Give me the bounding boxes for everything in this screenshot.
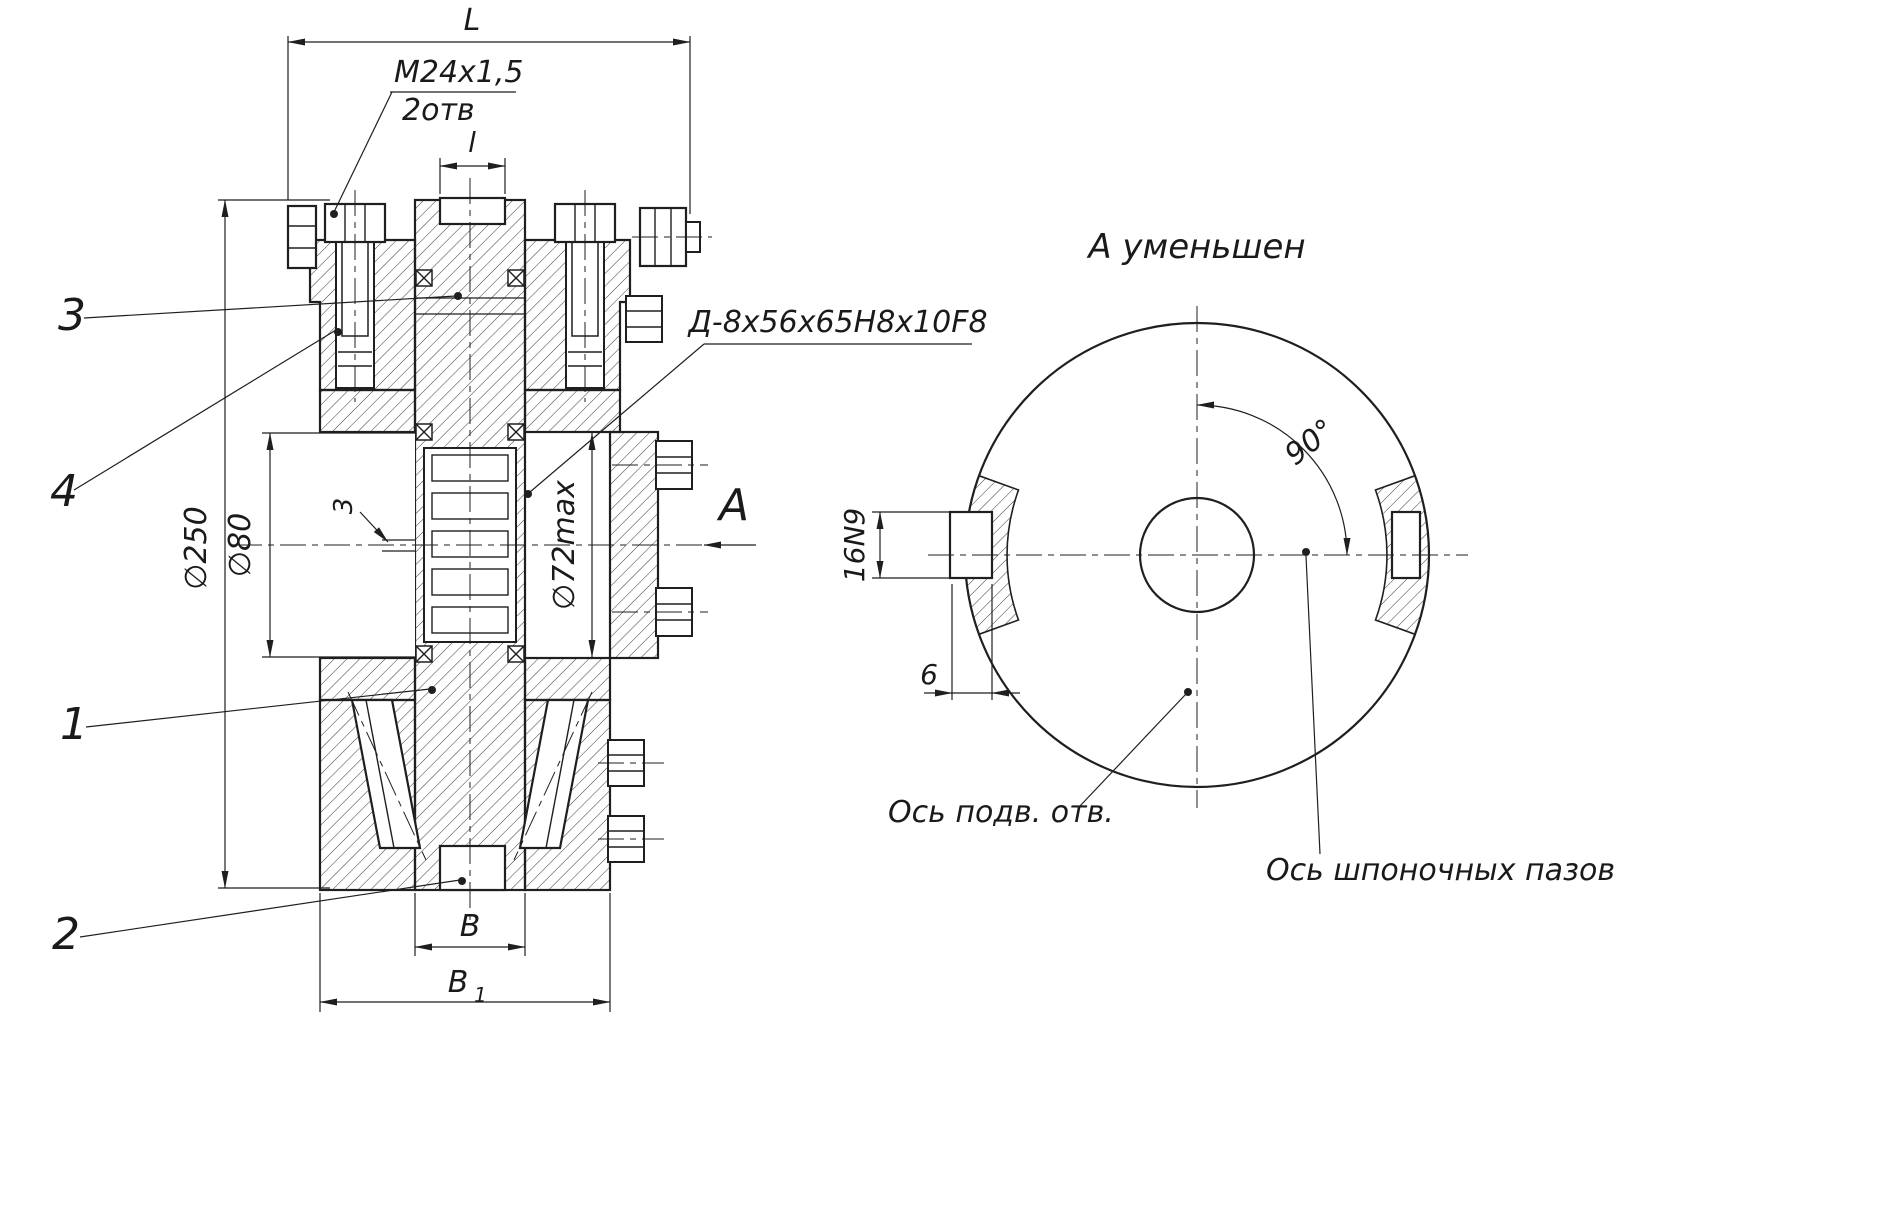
end-view: А уменьшен 90° 16N9 6 Ось подв. отв. Ось… <box>838 227 1615 888</box>
callout-3: 3 <box>58 290 86 341</box>
note-spline: Д-8x56x65H8x10F8 <box>686 305 987 340</box>
dim-label-L: L <box>464 3 481 38</box>
dim-label-key-width: 16N9 <box>838 508 871 582</box>
section-centerlines <box>236 178 712 920</box>
callout-2: 2 <box>52 909 80 960</box>
dim-label-l: l <box>468 126 476 159</box>
callout-4: 4 <box>50 466 78 517</box>
section-dimensions <box>73 36 972 1012</box>
dim-label-B1: В <box>448 965 469 1000</box>
dim-label-gap3: 3 <box>329 498 359 515</box>
key <box>948 510 994 580</box>
dim-label-B1-sub: 1 <box>474 983 487 1007</box>
section-view: L l M24x1,5 2отв 3 4 1 2 ∅250 ∅80 3 ∅72m… <box>50 3 988 1012</box>
dim-label-d72max: ∅72max <box>547 480 582 610</box>
end-dimensions <box>872 401 1351 855</box>
callout-1: 1 <box>60 699 88 750</box>
top-slot <box>438 196 507 226</box>
note-keyway-axis: Ось шпоночных пазов <box>1266 853 1615 888</box>
note-thread: M24x1,5 <box>394 55 524 90</box>
end-view-title: А уменьшен <box>1086 227 1305 267</box>
seal-rings <box>415 269 525 663</box>
note-hole-axis: Ось подв. отв. <box>888 795 1114 830</box>
bottom-slot <box>438 844 507 892</box>
dim-label-d250: ∅250 <box>179 506 214 589</box>
dim-label-d80: ∅80 <box>223 513 258 577</box>
dim-label-key-depth: 6 <box>920 658 938 691</box>
keyway-slot <box>1390 510 1422 580</box>
section-labels: L l M24x1,5 2отв 3 4 1 2 ∅250 ∅80 3 ∅72m… <box>50 3 988 1007</box>
note-thread-qty: 2отв <box>402 93 475 128</box>
end-labels: А уменьшен 90° 16N9 6 Ось подв. отв. Ось… <box>838 227 1615 888</box>
dim-label-B: В <box>460 909 481 944</box>
view-arrow-label: А <box>716 480 749 531</box>
left-side-nut <box>286 204 318 270</box>
